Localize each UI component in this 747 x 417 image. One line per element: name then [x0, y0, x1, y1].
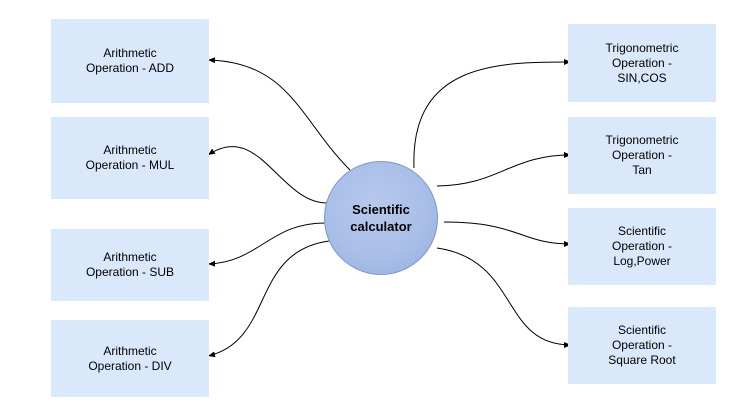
edge-to-mul	[207, 146, 330, 204]
node-arithmetic-add: Arithmetic Operation - ADD	[51, 19, 209, 103]
node-arithmetic-mul: Arithmetic Operation - MUL	[51, 117, 209, 199]
node-arithmetic-div: Arithmetic Operation - DIV	[51, 320, 209, 397]
node-scientific-squareroot: Scientific Operation - Square Root	[568, 307, 716, 384]
node-scientific-logpower: Scientific Operation - Log,Power	[568, 208, 716, 285]
edge-to-tan	[436, 152, 572, 187]
edge-to-div	[207, 240, 330, 358]
hub-scientific-calculator: Scientific calculator	[324, 161, 438, 275]
edge-to-logpow	[443, 221, 572, 247]
edge-to-sqrt	[436, 247, 572, 348]
node-trigonometric-sincos: Trigonometric Operation - SIN,COS	[568, 24, 716, 102]
edge-to-add	[207, 57, 351, 171]
node-trigonometric-tan: Trigonometric Operation - Tan	[568, 117, 716, 194]
node-arithmetic-sub: Arithmetic Operation - SUB	[51, 229, 209, 301]
edge-to-sincos	[413, 59, 572, 169]
edge-to-sub	[207, 222, 328, 267]
